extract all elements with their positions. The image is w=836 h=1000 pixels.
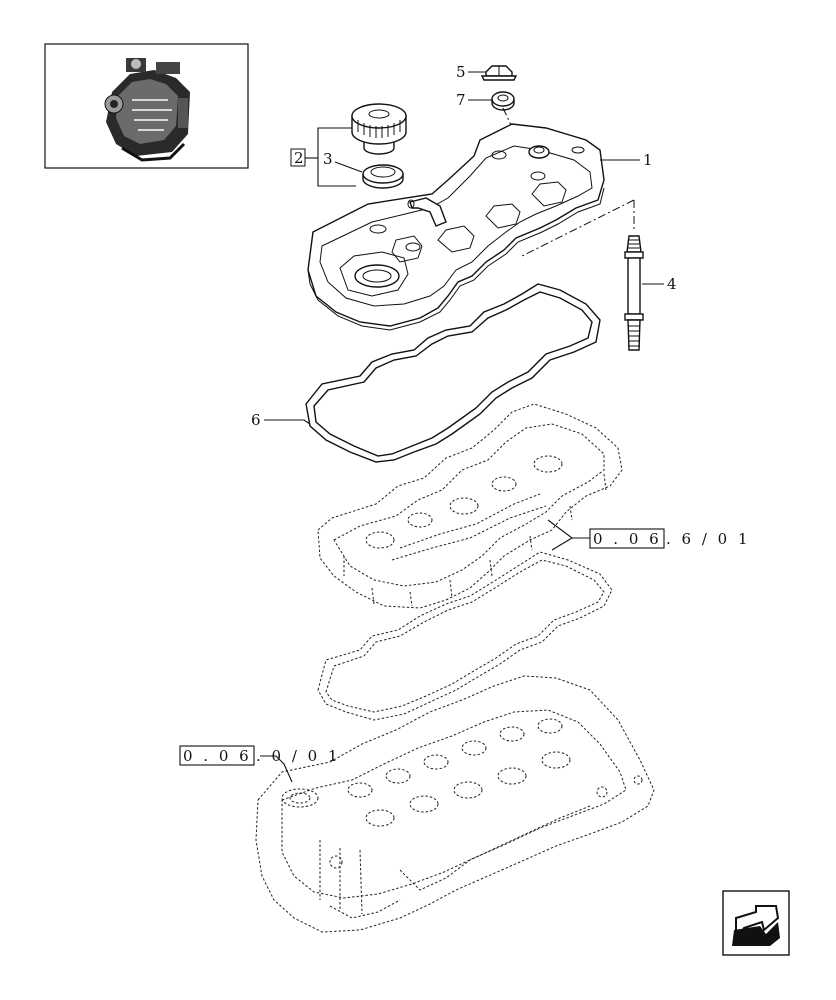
callout-4: 4 xyxy=(667,275,677,293)
part-5-bolt xyxy=(480,65,518,81)
part-6-gasket xyxy=(305,283,601,463)
engine-thumbnail-icon[interactable] xyxy=(44,43,249,169)
callout-6: 6 xyxy=(251,411,261,429)
callout-5: 5 xyxy=(456,63,466,81)
ref-lower-suffix: . 0 / 0 1 xyxy=(256,747,341,765)
callout-3: 3 xyxy=(323,150,333,168)
next-page-arrow-icon[interactable] xyxy=(722,890,790,956)
reference-cylinder-head-dashed xyxy=(255,675,655,933)
part-2-filler-cap xyxy=(351,103,407,155)
callout-1: 1 xyxy=(643,151,653,169)
reference-lower-gasket-dashed xyxy=(317,551,613,721)
ref-upper-suffix: . 6 / 0 1 xyxy=(666,530,751,548)
part-3-seal-ring xyxy=(362,164,404,189)
ref-lower-boxed: 0 . 0 6 xyxy=(183,747,252,765)
ref-upper-boxed: 0 . 0 6 xyxy=(593,530,662,548)
part-4-stud xyxy=(624,235,644,351)
callout-2: 2 xyxy=(294,149,304,167)
part-7-washer xyxy=(491,91,515,111)
callout-7: 7 xyxy=(456,91,466,109)
part-1-valve-cover xyxy=(307,123,605,331)
reference-rocker-housing-dashed xyxy=(317,403,623,609)
